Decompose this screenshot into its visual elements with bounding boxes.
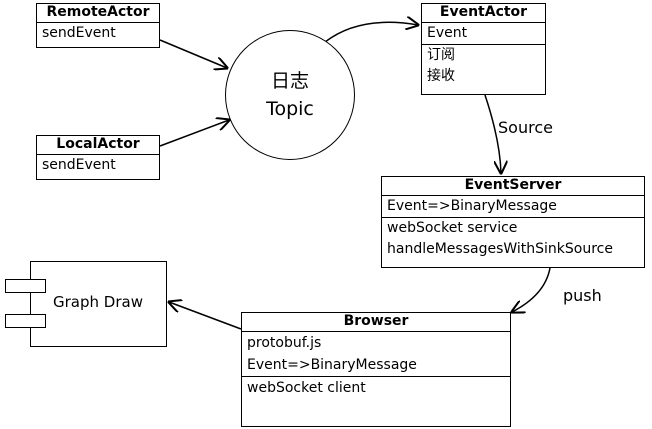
event-server-attribute: Event=>BinaryMessage [387,198,557,214]
event-server-operation: handleMessagesWithSinkSource [387,241,613,257]
remote-actor-member: sendEvent [42,25,116,41]
component-tab-icon [5,279,46,293]
topic-line-1: 日志 [270,70,309,92]
browser-attribute: Event=>BinaryMessage [247,357,417,373]
local-actor-members: sendEvent [37,155,159,176]
event-actor-operations: 订阅 接收 [422,45,545,87]
edge-topic-to-eventactor [324,22,418,43]
event-actor-box: EventActor Event 订阅 接收 [421,3,546,95]
browser-attributes: protobuf.js Event=>BinaryMessage [242,332,510,377]
event-server-operation: webSocket service [387,220,518,236]
topic-node: 日志 Topic [225,30,355,160]
browser-operations: webSocket client [242,377,510,399]
event-actor-operation: 接收 [427,68,455,84]
local-actor-box: LocalActor sendEvent [36,135,160,180]
event-server-attributes: Event=>BinaryMessage [382,196,644,218]
source-label: Source [498,118,553,137]
local-actor-member: sendEvent [42,157,116,173]
event-actor-operation: 订阅 [427,47,455,63]
browser-box: Browser protobuf.js Event=>BinaryMessage… [241,312,511,427]
topic-line-2: Topic [266,98,314,120]
graph-draw-component: Graph Draw [5,261,167,347]
event-actor-title: EventActor [422,4,545,23]
local-actor-title: LocalActor [37,136,159,155]
remote-actor-members: sendEvent [37,23,159,44]
event-actor-attributes: Event [422,23,545,45]
event-server-title: EventServer [382,177,644,196]
edge-eventserver-to-browser [512,267,551,312]
browser-attribute: protobuf.js [247,335,322,351]
push-label: push [563,286,602,305]
component-tab-icon [5,314,46,328]
browser-operation: webSocket client [247,380,366,396]
event-actor-attribute: Event [427,25,468,41]
remote-actor-title: RemoteActor [37,4,159,23]
event-server-box: EventServer Event=>BinaryMessage webSock… [381,176,645,268]
edge-eventactor-to-eventserver [484,94,501,173]
edge-local-to-topic [159,120,229,147]
event-server-operations: webSocket service handleMessagesWithSink… [382,218,644,260]
edge-browser-to-graphdraw [169,302,242,330]
browser-title: Browser [242,313,510,332]
edge-remote-to-topic [159,39,227,68]
graph-draw-label: Graph Draw [53,293,143,311]
remote-actor-box: RemoteActor sendEvent [36,3,160,48]
